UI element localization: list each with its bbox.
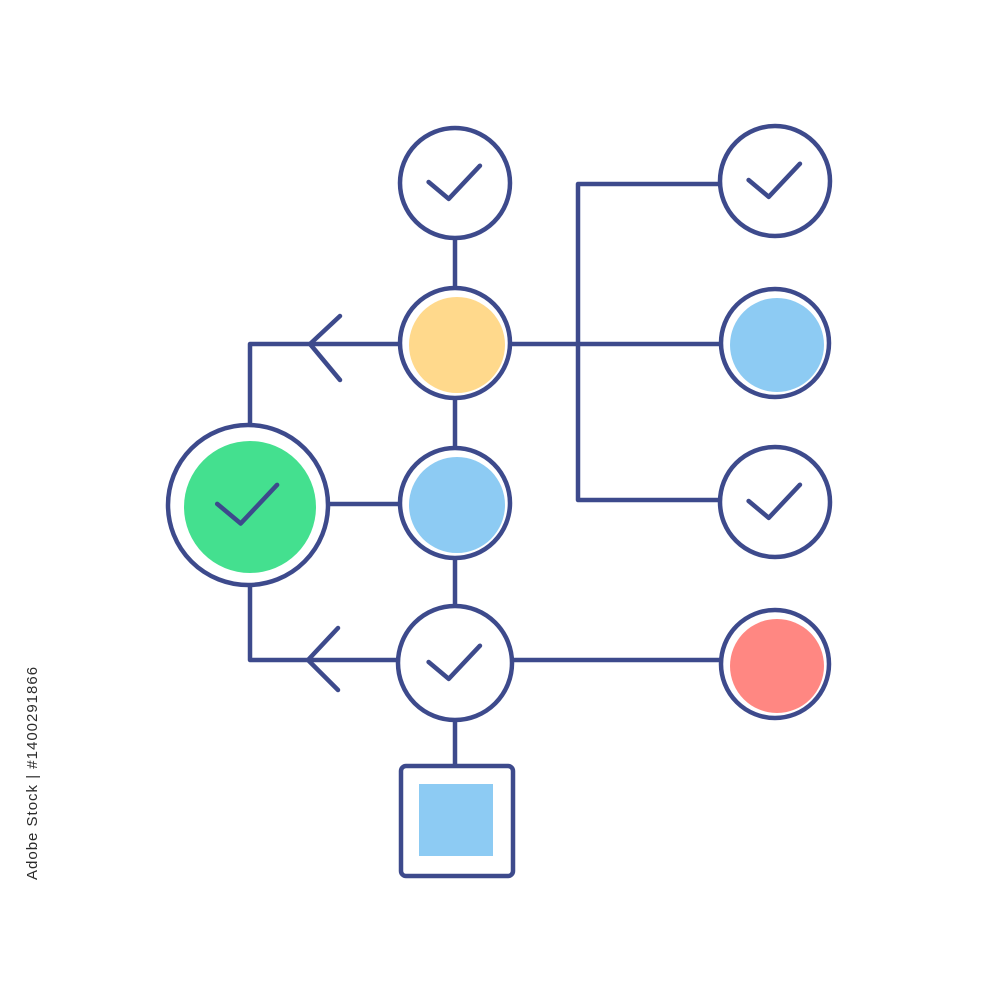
- node-right-red: [718, 607, 832, 721]
- checkmark-icon: [426, 163, 483, 202]
- node-fill: [409, 457, 505, 553]
- node-fill: [419, 784, 493, 856]
- node-center-blue: [397, 445, 513, 561]
- node-outline: [395, 603, 515, 723]
- node-yellow: [397, 285, 513, 401]
- node-bottom-check: [395, 603, 515, 723]
- node-green-check: [165, 422, 331, 588]
- connector-yellow-to-right-top-check: [575, 181, 723, 347]
- arrowhead-left-icon: [305, 625, 341, 693]
- node-right-top-check: [717, 123, 833, 239]
- node-fill: [730, 298, 824, 392]
- node-right-blue: [718, 286, 832, 400]
- node-square: [398, 763, 516, 879]
- node-fill: [184, 441, 316, 573]
- node-shapes: [165, 123, 833, 879]
- checkmark-icon: [426, 643, 483, 682]
- stock-id-label: Adobe Stock | #1400291866: [24, 665, 41, 880]
- node-outline: [717, 444, 833, 560]
- arrowhead-left-icon: [307, 313, 343, 383]
- node-outline: [397, 125, 513, 241]
- connector-yellow-to-right-middle-check: [575, 341, 723, 503]
- checkmark-icon: [746, 482, 803, 521]
- connector-yellow-to-green-check: [247, 341, 403, 428]
- connector-bottom-check-to-green-check: [247, 582, 401, 663]
- checkmark-icon: [746, 161, 803, 200]
- node-fill: [730, 619, 824, 713]
- node-top-check: [397, 125, 513, 241]
- connector-lines: [247, 181, 724, 767]
- node-outline: [717, 123, 833, 239]
- node-right-middle-check: [717, 444, 833, 560]
- checkmark-icon: [214, 482, 280, 526]
- node-fill: [409, 297, 505, 393]
